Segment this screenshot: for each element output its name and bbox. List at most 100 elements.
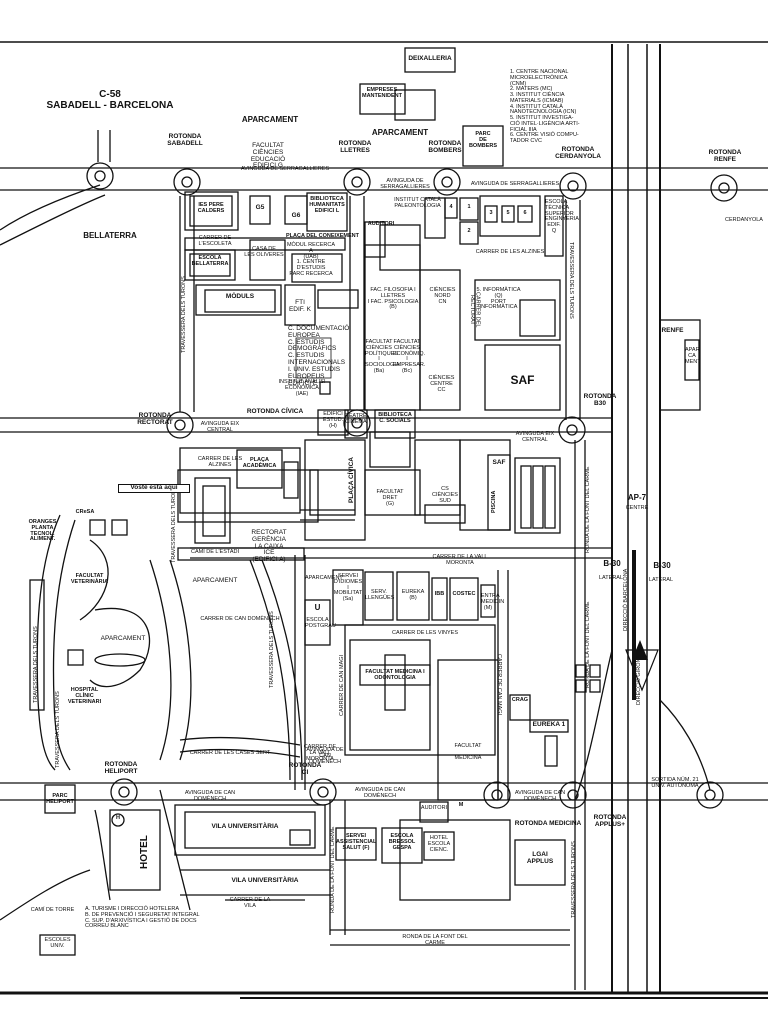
road-torre: CAMÍ DE TORRE [30, 907, 75, 913]
facultat-medicina[interactable]: FACULTAT MEDICINA [454, 743, 482, 761]
facultat-dret[interactable]: FACULTAT DRET (G) [376, 489, 404, 507]
building-2[interactable]: 2 [467, 228, 471, 234]
aparcament-renfe[interactable]: APAR CA MENT [685, 347, 701, 365]
road-escoleta: CARRER DE L'ESCOLETA [198, 235, 232, 247]
road-eix-central-1: AVINGUDA EIX CENTRAL [200, 421, 240, 433]
rotonda-renfe[interactable]: ROTONDA RENFE [708, 149, 742, 163]
ciencies-nord[interactable]: CIÈNCIES NORD CN [429, 287, 456, 305]
road-turons-6: TRAVESSERA DELS TURONS [567, 241, 574, 319]
aparcament-label-2: APARCAMENT [371, 128, 429, 137]
building-1[interactable]: 1 [467, 204, 471, 210]
rectorat-building[interactable]: RECTORAT GERÈNCIA LA CAIXA ICE (EDIFICI … [251, 529, 287, 564]
escola-postgrau[interactable]: ESCOLA POSTGRAU [305, 617, 336, 629]
ciencies-sud[interactable]: CS CIÈNCIES SUD [432, 486, 458, 504]
building-4[interactable]: 4 [449, 204, 453, 210]
cresa[interactable]: CReSA [75, 509, 95, 515]
road-turons-1: TRAVESSERA DELS TURONS [181, 276, 187, 354]
casa-oliveres[interactable]: CASA DE LES OLIVERES [244, 246, 284, 258]
g5-building[interactable]: G5 [255, 204, 265, 211]
piscina[interactable]: PISCINA [491, 490, 497, 514]
serveis-llengues[interactable]: SERV. LLENGÜES [365, 589, 395, 601]
parc-bombers[interactable]: PARC DE BOMBERS [468, 131, 498, 149]
facultat-medicina-mid[interactable]: FACULTAT MEDICINA I ODONTOLOGIA [365, 669, 425, 681]
centres-list[interactable]: C. DOCUMENTACIÓ EUROPEA C. ESTUDIS DEMOG… [288, 325, 350, 387]
escola-enginyeria[interactable]: ESCOLA TÈCNICA SUPERIOR ENGINYERIA EDIF.… [545, 199, 579, 234]
rotonda-rectorat[interactable]: ROTONDA RECTORAT [137, 412, 173, 426]
road-can-domenech-1: AVINGUDA DE CAN DOMÈNECH [184, 790, 236, 802]
escola-bellaterra[interactable]: ESCOLA BELLATERRA [191, 255, 229, 267]
rotonda-ci[interactable]: ROTONDA CI [288, 762, 322, 776]
facultat-veterinaria[interactable]: FACULTAT VETERINÀRIA [70, 573, 109, 585]
orangeries[interactable]: ORANGES PLANTA TECNOL. ALIMENT. [28, 519, 57, 543]
crag-building[interactable]: CRAG [511, 697, 529, 703]
biblioteca-humanitats[interactable]: BIBLIOTECA HUMANITATS EDIFICI L [309, 196, 345, 214]
teatre-cinema[interactable]: TEATRE CINEMA [345, 413, 367, 425]
escola-informatica[interactable]: 5. INFORMÀTICA (Q) PORT INFORMÀTICA [476, 287, 521, 311]
edifici-estudiants[interactable]: EDIFICI ESTUD. (H) [322, 411, 344, 429]
saf-building[interactable]: SAF [510, 373, 535, 387]
road-vila: CARRER DE LA VILA [229, 897, 271, 909]
aparcament-label-4[interactable]: APARCAMENT [100, 635, 146, 642]
parc-heliport[interactable]: PARC HELIPORT [46, 793, 74, 805]
rotonda-applus[interactable]: ROTONDA APPLUS+ [593, 814, 627, 828]
biblioteca-socials[interactable]: BIBLIOTECA C. SOCIALS [378, 412, 412, 424]
fac-ciencies-economiques[interactable]: FACULTAT CIÈNCIES ECONÒMIQ. I EMPRESAR. … [393, 339, 426, 374]
building-6[interactable]: 6 [523, 210, 527, 216]
g6-building[interactable]: G6 [291, 212, 301, 219]
saf-small[interactable]: SAF [492, 459, 506, 466]
institut-catala-paleontologia[interactable]: INSTITUT CATALÀ PALEONTOLOGIA [394, 197, 441, 209]
b30-lateral-left-sub: LATERAL [598, 575, 624, 581]
moduls-building[interactable]: MÒDULS [225, 293, 255, 300]
ap7-sub: CENTRE [625, 505, 649, 511]
rotonda-lletres[interactable]: ROTONDA LLETRES [338, 140, 372, 154]
modul-recerca[interactable]: MÒDUL RECERCA A (UAB) 1. CENTRE D'ESTUDI… [286, 242, 336, 277]
fti-building[interactable]: FTI EDIF. K [288, 299, 312, 313]
road-eix-central-2: AVINGUDA EIX CENTRAL [515, 431, 555, 443]
auditori-small[interactable]: AUDITORI [420, 805, 448, 811]
fac-ciencies-politiques[interactable]: FACULTAT CIÈNCIES POLÍTIQUES I SOCIOLOGI… [365, 339, 400, 374]
aparcament-small[interactable]: APARCAMENT [305, 575, 343, 581]
road-serragallieres-2: AVINGUDA DE SERRAGALLIERES [380, 178, 430, 190]
renfe-station[interactable]: RENFE [661, 327, 684, 334]
eureka-box[interactable]: EUREKA (B) [401, 589, 425, 601]
placa-civica: PLAÇA CÍVICA [348, 457, 355, 503]
legend-box: ESCOLES UNIV. [44, 937, 71, 949]
servei-idiomes[interactable]: SERVEI D'IDIOMES I MOBILITAT (Sa) [333, 573, 363, 603]
institut-analisi-economica[interactable]: INSTITUT ANÀLISI ECONÒMICA (IAE) [278, 379, 326, 397]
ibb-building[interactable]: IBB [434, 591, 445, 597]
entrada-medicina[interactable]: ENTRA MEDICIN (M) [481, 593, 505, 611]
ies-pere-calders[interactable]: IES PERE CALDERS [197, 202, 225, 214]
hotel-building[interactable]: HOTEL [139, 835, 150, 869]
building-5[interactable]: 5 [506, 210, 510, 216]
building-3[interactable]: 3 [489, 210, 493, 216]
rotonda-civica[interactable]: ROTONDA CÍVICA [246, 408, 304, 415]
placa-coneixement: PLAÇA DEL CONEIXEMENT [285, 233, 360, 239]
aparcament-label-3[interactable]: APARCAMENT [192, 577, 238, 584]
hotel-escola[interactable]: HOTEL ESCOLA CIENC. [427, 835, 451, 853]
road-turons-4: TRAVESSERA DELS TURONS [33, 626, 39, 704]
you-are-here: Vostè està aquí [118, 484, 190, 493]
lgai-applus[interactable]: LGAI APPLUS [526, 851, 554, 865]
road-can-magi: CARRER DE CAN MAGI [339, 654, 345, 716]
legend: A. TURISME I DIRECCIÓ HOTELERA B. DE PRE… [85, 906, 200, 930]
dir-barcelona: DIRECCIÓ BARCELONA [623, 568, 629, 632]
hospital-veterinari[interactable]: HOSPITAL CLÍNIC VETERINARI [67, 687, 102, 705]
road-vall-moronta-2: CARRER DE LA VALL MORONTA [303, 744, 337, 762]
servei-assistencial[interactable]: SERVEI ASSISTENCIAL SALUT (F) [336, 833, 377, 851]
eureka1-building[interactable]: EUREKA 1 [532, 721, 566, 728]
rotonda-cerdanyola[interactable]: ROTONDA CERDANYOLA [555, 146, 601, 160]
road-font-carme-3: RONDA DE LA FONT DEL CARME [585, 601, 591, 689]
rotonda-sabadell[interactable]: ROTONDA SABADELL [167, 133, 203, 147]
rotonda-bombers[interactable]: ROTONDA BOMBERS [428, 140, 462, 154]
u-escola[interactable]: U [314, 603, 321, 612]
costec-building[interactable]: COSTEC [452, 591, 476, 597]
facultat-ciencies-educacio[interactable]: FACULTAT CIÈNCIES EDUCACIÓ EDIFICI G [250, 142, 286, 170]
fac-filosofia-lletres[interactable]: FAC. FILOSOFIA I LLETRES I FAC. PSICOLOG… [367, 287, 419, 311]
rotonda-b30[interactable]: ROTONDA B30 [583, 393, 617, 407]
auditori-building[interactable]: AUDITORI [367, 221, 395, 227]
rotonda-heliport[interactable]: ROTONDA HELIPORT [104, 761, 138, 775]
road-rectorat: CARRER DEL RECTORAT [468, 292, 481, 328]
ciencies-centre[interactable]: CIÈNCIES CENTRE CC [428, 375, 455, 393]
escola-bressol[interactable]: ESCOLA BRESSOL GESPA [388, 833, 416, 851]
rotonda-medicina[interactable]: ROTONDA MEDICINA [514, 820, 582, 827]
